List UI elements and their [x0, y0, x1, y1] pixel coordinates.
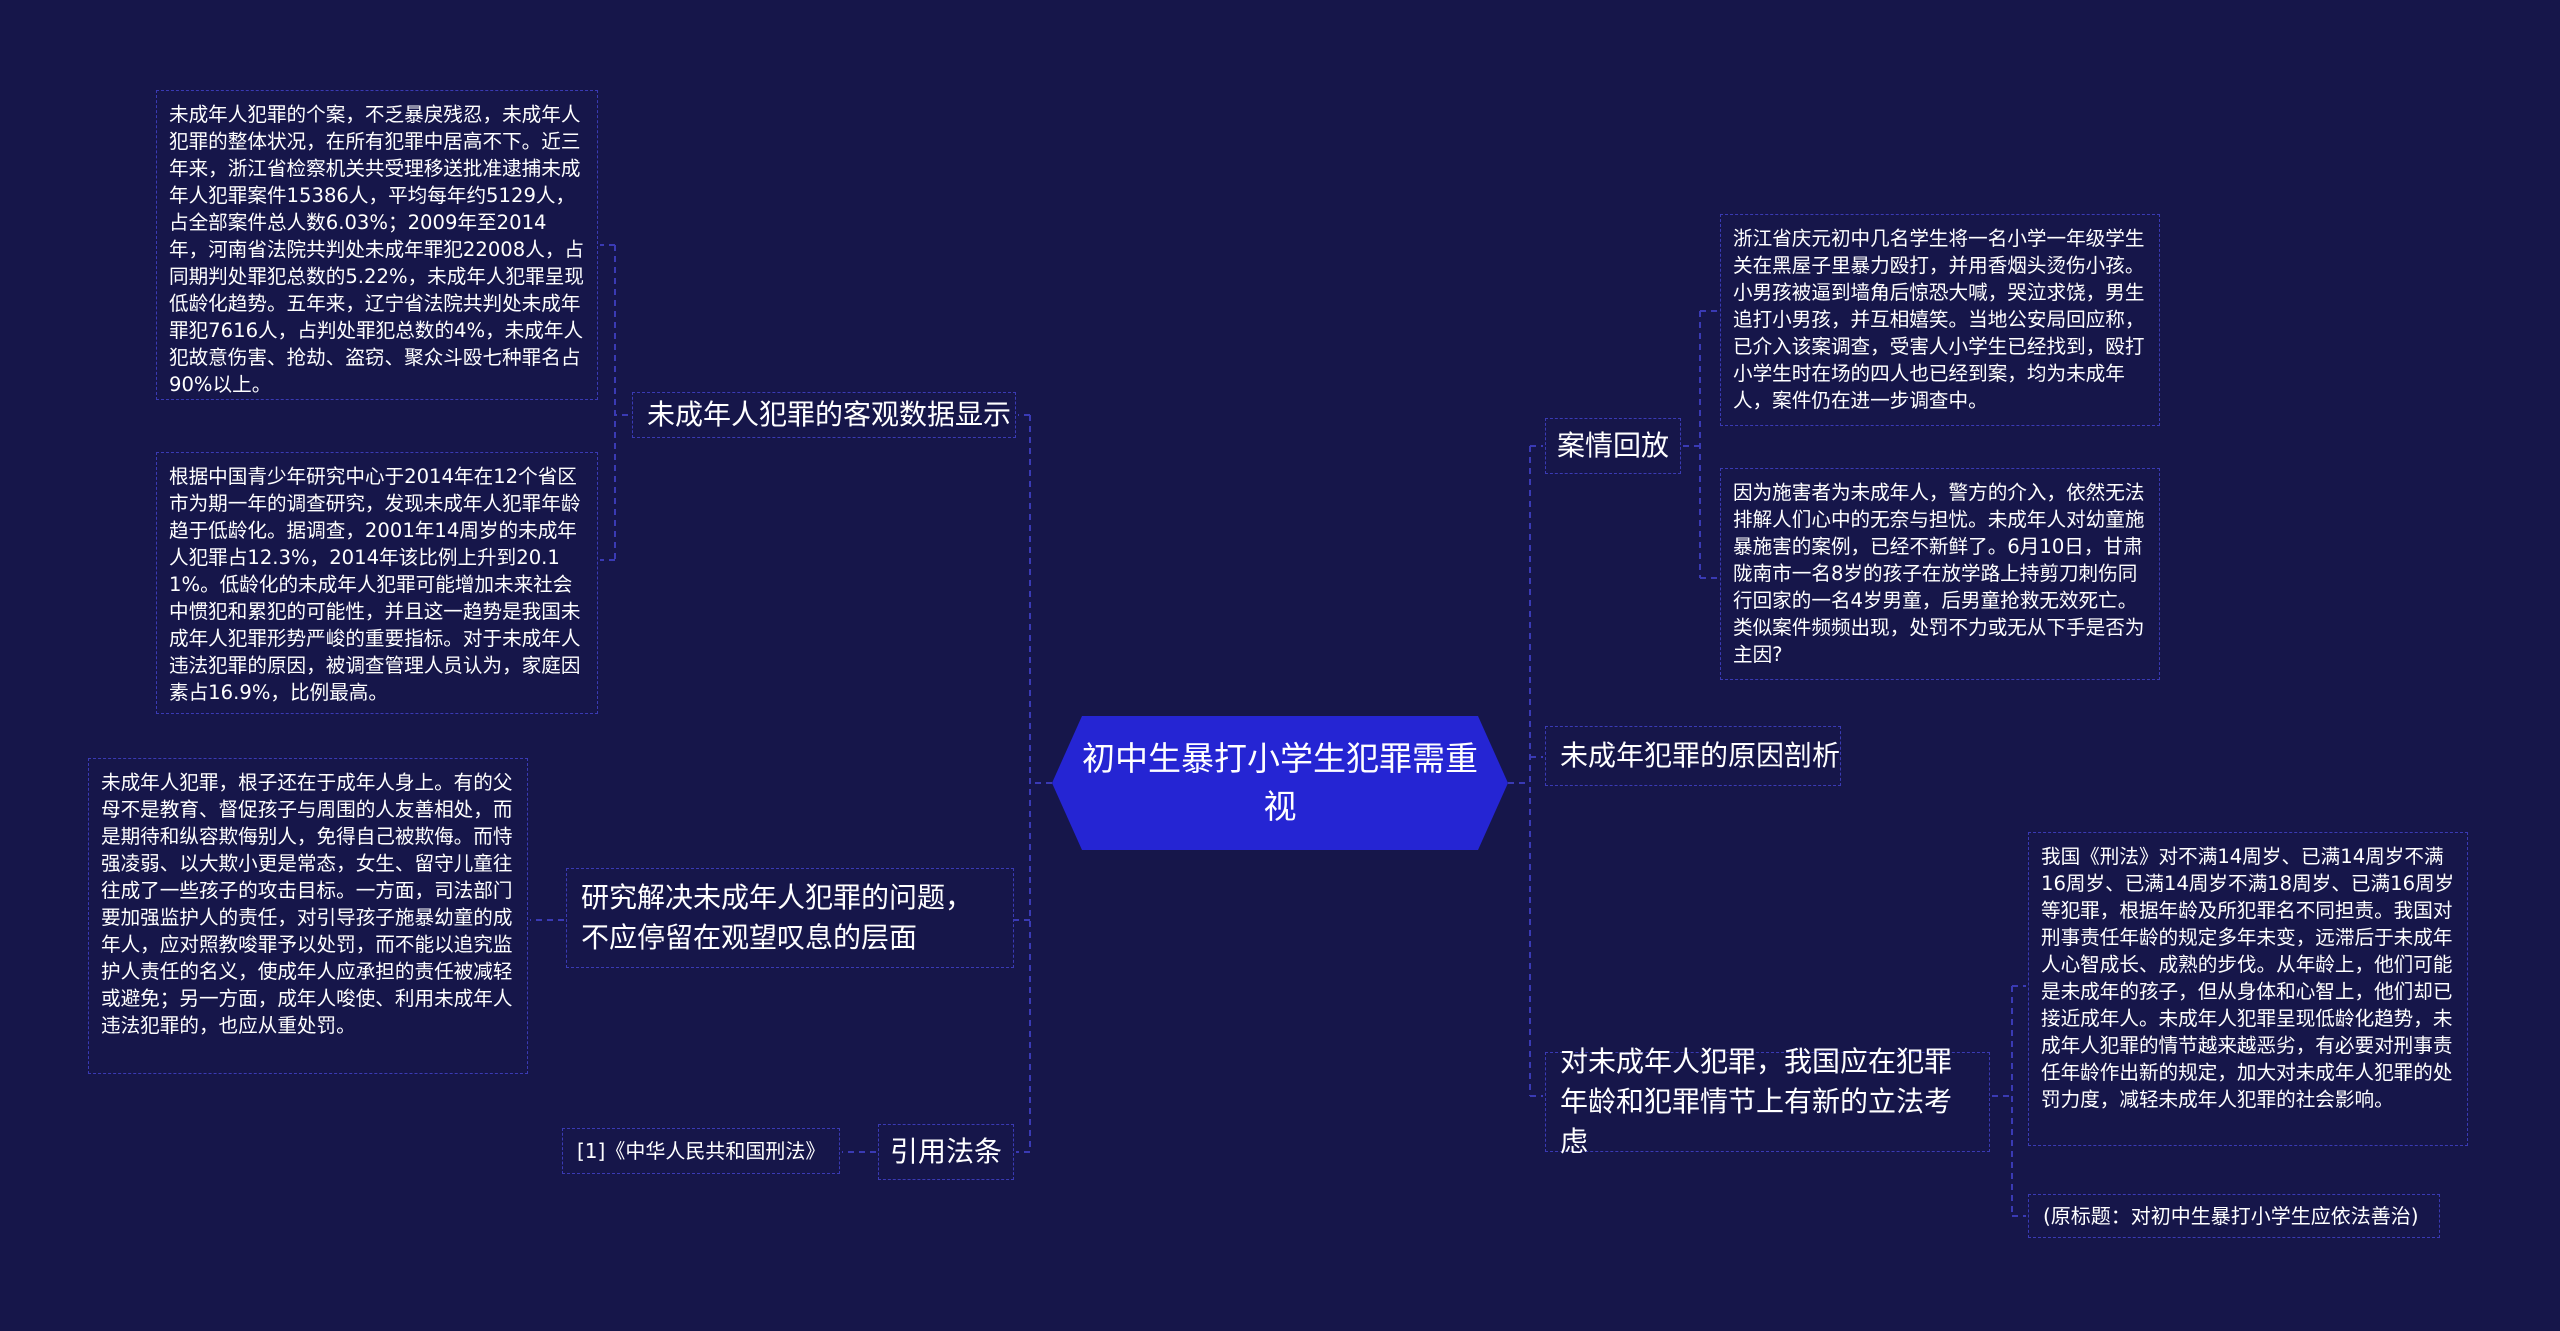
detail-case-replay-2: 因为施害者为未成年人，警方的介入，依然无法排解人们心中的无奈与担忧。未成年人对幼…	[1720, 468, 2160, 680]
topic-objective-data[interactable]: 未成年人犯罪的客观数据显示	[632, 392, 1016, 438]
detail-research-solution: 未成年人犯罪，根子还在于成年人身上。有的父母不是教育、督促孩子与周围的人友善相处…	[88, 758, 528, 1074]
detail-legislation-2: (原标题：对初中生暴打小学生应依法善治)	[2028, 1194, 2440, 1238]
root-topic[interactable]: 初中生暴打小学生犯罪需重视	[1052, 716, 1508, 850]
root-topic-label: 初中生暴打小学生犯罪需重视	[1082, 739, 1478, 826]
topic-research-solution[interactable]: 研究解决未成年人犯罪的问题，不应停留在观望叹息的层面	[566, 868, 1014, 968]
root-shape	[1052, 716, 1508, 850]
detail-objective-data-1: 未成年人犯罪的个案，不乏暴戾残忍，未成年人犯罪的整体状况，在所有犯罪中居高不下。…	[156, 90, 598, 400]
detail-objective-data-2: 根据中国青少年研究中心于2014年在12个省区市为期一年的调查研究，发现未成年人…	[156, 452, 598, 714]
topic-cause-analysis[interactable]: 未成年犯罪的原因剖析	[1545, 726, 1841, 786]
detail-cited-law: [1]《中华人民共和国刑法》	[562, 1128, 840, 1174]
topic-cited-law[interactable]: 引用法条	[878, 1124, 1014, 1180]
detail-case-replay-1: 浙江省庆元初中几名学生将一名小学一年级学生关在黑屋子里暴力殴打，并用香烟头烫伤小…	[1720, 214, 2160, 426]
topic-legislation[interactable]: 对未成年人犯罪，我国应在犯罪年龄和犯罪情节上有新的立法考虑	[1545, 1045, 1990, 1158]
detail-legislation-1: 我国《刑法》对不满14周岁、已满14周岁不满16周岁、已满14周岁不满18周岁、…	[2028, 832, 2468, 1146]
topic-case-replay[interactable]: 案情回放	[1545, 418, 1681, 474]
